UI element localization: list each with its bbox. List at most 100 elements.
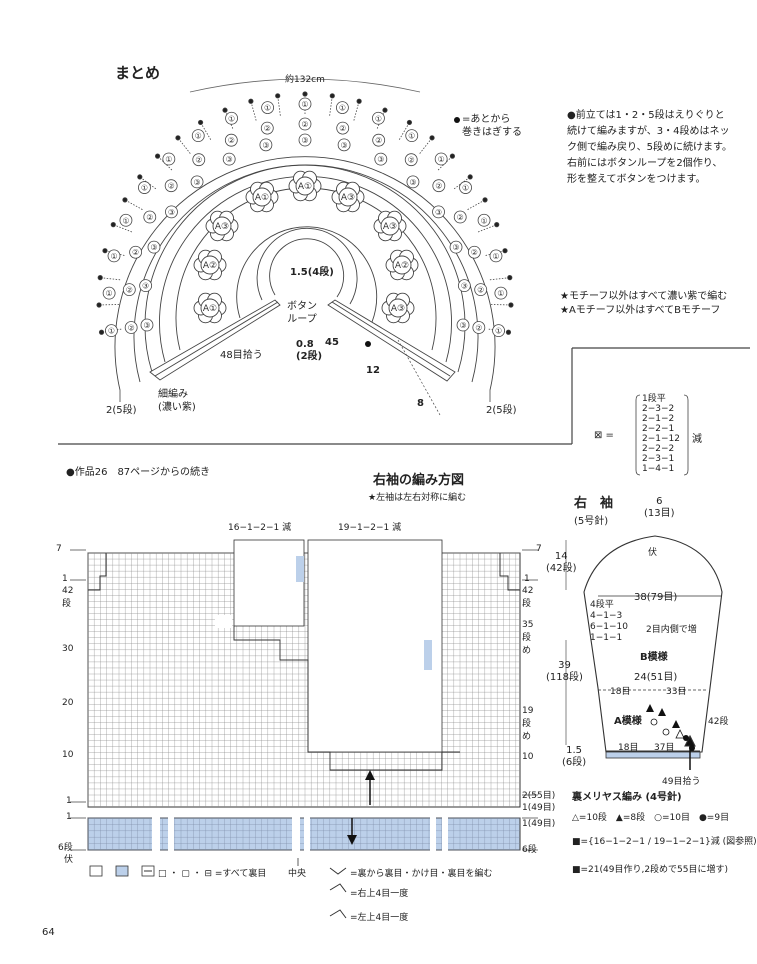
svg-text:①: ① bbox=[339, 104, 346, 113]
sleeve-diagram bbox=[565, 535, 723, 770]
svg-text:A①: A① bbox=[203, 304, 217, 314]
row-label-l42: 42段 bbox=[62, 586, 74, 609]
sleeve-b-pattern: B模様 bbox=[640, 652, 668, 663]
svg-text:②: ② bbox=[435, 182, 442, 191]
sleeve-inc-rows: 4段平 4−1−3 6−1−10 1−1−1 bbox=[590, 600, 628, 643]
svg-text:③: ③ bbox=[143, 321, 150, 330]
row-label-l30: 30 bbox=[62, 644, 74, 654]
svg-text:③: ③ bbox=[193, 178, 200, 187]
sleeve-h14: 14 (42段) bbox=[546, 551, 577, 574]
row-label-l1c: 1 bbox=[66, 812, 72, 822]
row-label-r7: 7 bbox=[536, 544, 542, 554]
dec-left-label: 16−1−2−1 減 bbox=[228, 523, 292, 533]
button-dot bbox=[365, 341, 371, 347]
width-label: 約132cm bbox=[285, 75, 325, 85]
svg-text:②: ② bbox=[457, 213, 464, 222]
chart-title: 右袖の編み方図 bbox=[373, 473, 465, 488]
sleeve-inc-note: 2目内側で増 bbox=[646, 625, 697, 635]
row-label-r1c: 1(49目) bbox=[522, 819, 556, 829]
legend-yo: =裏から裏目・かけ目・裏目を編む bbox=[350, 869, 493, 879]
svg-text:③: ③ bbox=[452, 243, 459, 252]
border-label: 細編み (濃い紫) bbox=[158, 389, 196, 413]
svg-text:A①: A① bbox=[298, 182, 312, 192]
svg-text:①: ① bbox=[165, 155, 172, 164]
void-right bbox=[307, 539, 443, 753]
svg-text:②: ② bbox=[339, 124, 346, 133]
sleeve-18a: 18目 bbox=[610, 687, 631, 697]
svg-text:A③: A③ bbox=[215, 222, 229, 232]
svg-text:①: ① bbox=[408, 132, 415, 141]
sleeve-top-width: 6 (13目) bbox=[644, 496, 675, 519]
sleeve-pattern-marks bbox=[646, 704, 695, 751]
sleeve-key3: ■=21(49目作り,2段めで55目に増す) bbox=[572, 865, 729, 875]
dec-row: 2−2−2 bbox=[642, 444, 675, 454]
dec-suffix: 減 bbox=[692, 434, 702, 445]
row-label-l7: 7 bbox=[56, 544, 62, 554]
bead-dot bbox=[454, 117, 460, 123]
svg-text:①: ① bbox=[301, 100, 308, 109]
svg-text:③: ③ bbox=[226, 155, 233, 164]
sleeve-needle: (5号針) bbox=[574, 516, 609, 527]
svg-text:A②: A② bbox=[203, 261, 217, 271]
svg-text:②: ② bbox=[301, 120, 308, 129]
m45-label: 45 bbox=[325, 337, 339, 348]
work-reference: ●作品26 87ページからの続き bbox=[66, 467, 210, 478]
svg-text:①: ① bbox=[492, 252, 499, 261]
row-label-r6: 6段 bbox=[522, 845, 537, 855]
row-label-l6: 6段 bbox=[58, 843, 73, 853]
fuku-left: 伏 bbox=[64, 855, 74, 865]
center-marker: 中央 bbox=[288, 869, 307, 879]
dec-row: 1段平 bbox=[642, 394, 666, 404]
bead-note: =あとから 巻きはぎする bbox=[462, 114, 522, 138]
legend-right-dec: =右上4目一度 bbox=[350, 889, 409, 899]
svg-text:①: ① bbox=[495, 327, 502, 336]
row-label-r2: 2(55目) bbox=[522, 791, 556, 801]
sleeve-a-pattern: A模様 bbox=[614, 716, 642, 727]
svg-text:③: ③ bbox=[262, 141, 269, 150]
svg-text:①: ① bbox=[195, 132, 202, 141]
svg-text:②: ② bbox=[168, 182, 175, 191]
sleeve-w24: 24(51目) bbox=[634, 672, 678, 683]
sleeve-title: 右 袖 bbox=[574, 496, 614, 511]
svg-text:③: ③ bbox=[409, 178, 416, 187]
dec-symbol: ⊠ = bbox=[594, 430, 614, 441]
svg-text:①: ① bbox=[375, 114, 382, 123]
dec-right-label: 19−1−2−1 減 bbox=[338, 523, 402, 533]
page-number: 64 bbox=[42, 927, 55, 938]
legend-purl: □ ・ ▢ ・ ⊟ =すべて裏目 bbox=[158, 869, 267, 879]
svg-text:②: ② bbox=[408, 156, 415, 165]
sleeve-key2: ■={16−1−2−1 / 19−1−2−1}減 (図参照) bbox=[572, 837, 757, 847]
svg-text:②: ② bbox=[128, 324, 135, 333]
sleeve-key1: △=10段 ▲=8段 ○=10目 ●=9目 bbox=[572, 813, 730, 823]
legend-left-dec: =左上4目一度 bbox=[350, 913, 409, 923]
svg-text:①: ① bbox=[480, 216, 487, 225]
dec-row: 1−4−1 bbox=[642, 464, 675, 474]
sleeve-h15: 1.5 (6段) bbox=[562, 745, 587, 768]
svg-text:②: ② bbox=[195, 156, 202, 165]
sleeve-w38: 38(79目) bbox=[634, 592, 678, 603]
svg-text:②: ② bbox=[475, 324, 482, 333]
m08-label: 0.8 (2段) bbox=[296, 339, 323, 362]
sleeve-33: 33目 bbox=[666, 687, 687, 697]
svg-text:③: ③ bbox=[341, 141, 348, 150]
svg-text:②: ② bbox=[228, 136, 235, 145]
svg-text:A③: A③ bbox=[341, 193, 355, 203]
knitting-chart bbox=[70, 539, 538, 852]
svg-text:A①: A① bbox=[255, 193, 269, 203]
sleeve-fuku: 伏 bbox=[648, 548, 658, 558]
sleeve-cuff: 裏メリヤス編み (4号針) bbox=[572, 792, 682, 803]
row-label-r35: 35段め bbox=[522, 620, 534, 656]
motif-notes: ★モチーフ以外はすべて濃い紫で編む ★Aモチーフ以外はすべてBモチーフ bbox=[560, 291, 728, 316]
svg-text:②: ② bbox=[477, 286, 484, 295]
center-label: 1.5(4段) bbox=[290, 267, 334, 278]
svg-text:①: ① bbox=[438, 155, 445, 164]
svg-text:②: ② bbox=[126, 286, 133, 295]
assembly-notes: ●前立ては1・2・5段はえりぐりと 続けて編みますが、3・4段めはネッ ク側で編… bbox=[567, 110, 732, 185]
svg-text:A③: A③ bbox=[383, 222, 397, 232]
svg-text:①: ① bbox=[106, 289, 113, 298]
row-label-r10: 10 bbox=[522, 752, 534, 762]
svg-text:②: ② bbox=[264, 124, 271, 133]
